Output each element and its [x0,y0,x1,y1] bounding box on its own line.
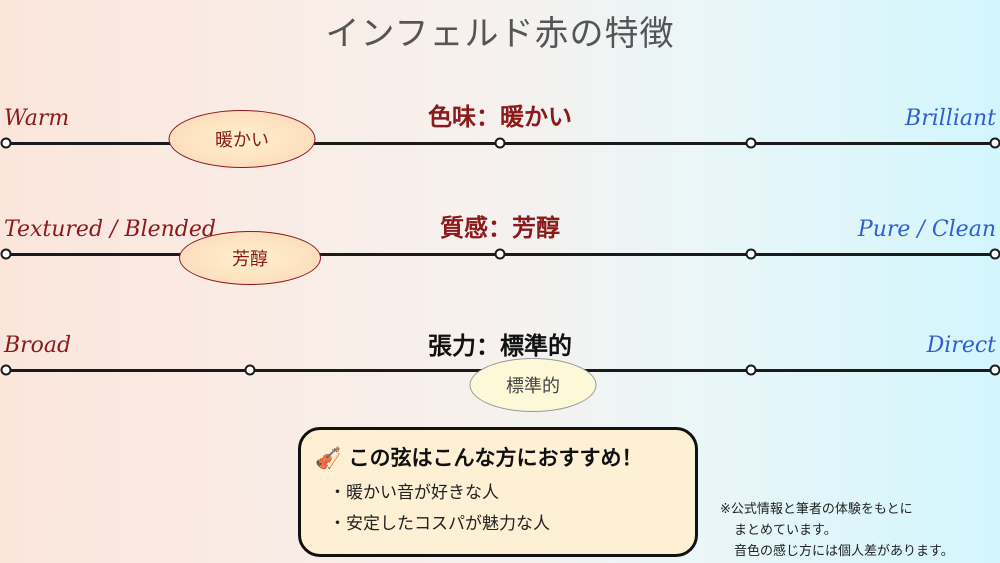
scale-tick [494,248,506,260]
row-heading-tension: 張力：標準的 [428,332,572,360]
scale-tick [244,364,256,376]
recommend-item: ・暖かい音が好きな人 [329,483,499,503]
recommend-item: ・安定したコスパが魅力な人 [329,514,550,534]
scale-tick [989,248,1000,260]
scale-tick [745,248,757,260]
page-title: インフェルド赤の特徴 [325,14,675,54]
scale-tick [0,248,12,260]
scale-marker: 標準的 [469,358,597,412]
scale-left-label: Textured / Blended [4,217,216,242]
scale-right-label: Brilliant [905,106,996,131]
note-line: ※公式情報と筆者の体験をもとに [720,502,913,517]
scale-left-label: Warm [4,106,70,131]
row-heading-color: 色味：暖かい [428,103,572,131]
scale-marker: 芳醇 [179,231,321,285]
scale-tick [0,137,12,149]
scale-right-label: Pure / Clean [857,217,996,242]
scale-tick [989,137,1000,149]
scale-tick [989,364,1000,376]
row-heading-texture: 質感：芳醇 [440,214,560,242]
scale-tick [745,137,757,149]
note-line: 音色の感じ方には個人差があります。 [734,544,954,559]
note-line: まとめています。 [734,523,837,538]
scale-tick [0,364,12,376]
violin-icon: 🎻 [315,446,342,470]
scale-tick [494,137,506,149]
disclaimer-note: ※公式情報と筆者の体験をもとに まとめています。 音色の感じ方には個人差がありま… [720,499,954,562]
scale-tick [745,364,757,376]
recommendation-box: 🎻 この弦はこんな方におすすめ！ ・暖かい音が好きな人 ・安定したコスパが魅力な… [298,427,698,557]
scale-left-label: Broad [4,333,72,358]
recommend-heading: この弦はこんな方におすすめ！ [348,446,643,470]
scale-marker: 暖かい [168,110,316,168]
scale-right-label: Direct [926,333,996,358]
